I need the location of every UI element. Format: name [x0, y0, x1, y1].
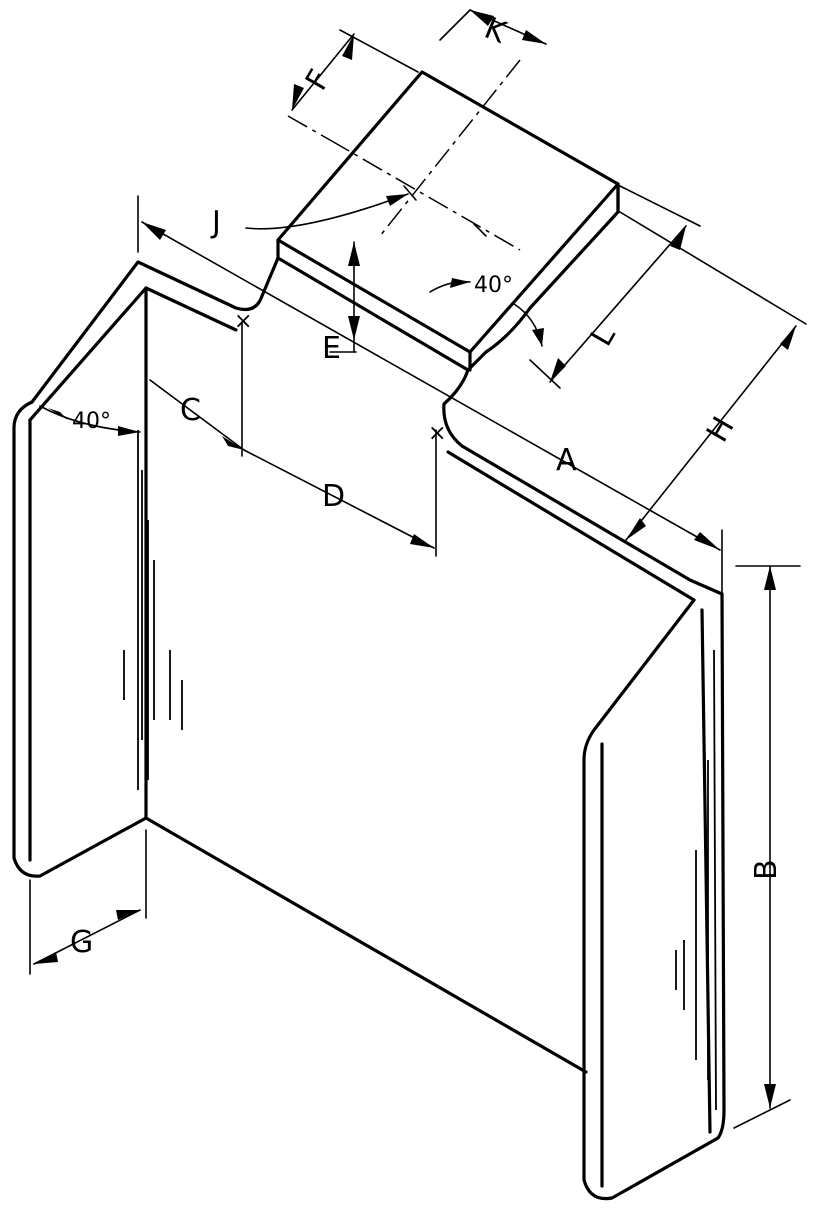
bracket-body [12, 256, 726, 1201]
label-B: B [749, 859, 784, 880]
web-top-inner-edge-right [446, 450, 696, 602]
right-flange [582, 592, 726, 1201]
dimension-labels: A B C D E F G H J K L 40° 40° [70, 11, 784, 960]
hole-centerline-ext [287, 115, 331, 141]
label-H: H [700, 411, 742, 448]
shading-hatch [123, 430, 717, 1111]
tab-front-bottom-edge [276, 256, 470, 372]
left-flange [12, 400, 148, 878]
label-C: C [180, 393, 201, 428]
bend-mark-right: × [428, 421, 446, 446]
web-top-outer-edge-right [442, 368, 724, 596]
dimension-lines [29, 9, 807, 1129]
web-bottom-edge [144, 816, 588, 1074]
tab-front-top-edge [276, 238, 472, 354]
hole-mark-2 [473, 223, 487, 237]
label-angle-left: 40° [72, 409, 111, 434]
label-angle-tab: 40° [474, 273, 513, 298]
hole-mark-1 [403, 185, 417, 201]
web-top-inner-edge [28, 286, 238, 422]
tab [276, 59, 620, 372]
tab-top-right-edge [468, 182, 620, 354]
tab-outline [276, 70, 620, 372]
web-top-outer-edge [30, 256, 280, 404]
label-F: F [299, 64, 338, 96]
label-E: E [322, 331, 341, 366]
label-J: J [210, 205, 221, 240]
bend-mark-left: × [234, 309, 252, 334]
hole-centerline-1 [329, 139, 521, 251]
bend-center-marks: × × [234, 309, 446, 446]
label-D: D [322, 479, 345, 514]
label-A: A [556, 443, 577, 478]
label-L: L [584, 320, 623, 352]
label-G: G [70, 925, 93, 960]
